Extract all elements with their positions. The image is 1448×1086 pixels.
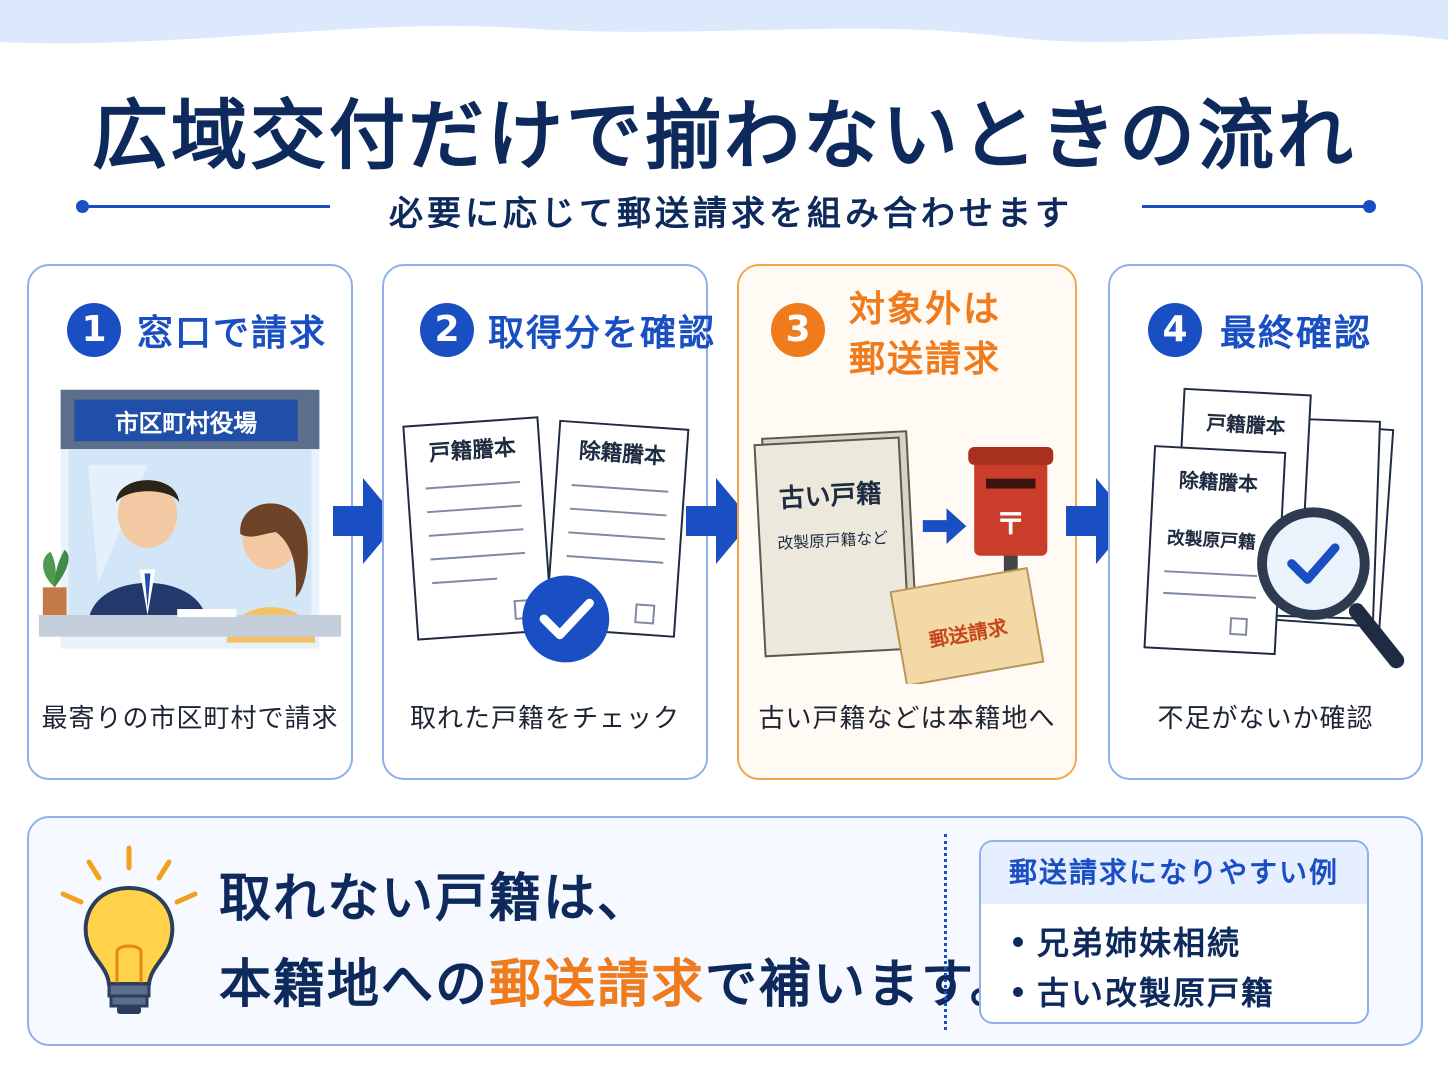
step-title-3-line2: 郵送請求 — [849, 339, 1002, 380]
summary-box: 取れない戸籍は、 本籍地への郵送請求で補います。 郵送請求になりやすい例 兄弟姉… — [27, 816, 1423, 1046]
subtitle-line-left — [84, 205, 330, 208]
page-title: 広域交付だけで揃わないときの流れ — [92, 91, 1356, 180]
step-title-2: 取得分を確認 — [488, 313, 717, 354]
step-number-2: 2 — [420, 303, 474, 357]
step-caption-3: 古い戸籍などは本籍地へ — [758, 704, 1056, 734]
envelope-icon: 郵送請求 — [889, 566, 1045, 684]
step-card-3: 3 対象外は 郵送請求 古い戸籍 改製原戸籍など 〒 郵送請求 古い戸籍などは本… — [737, 264, 1077, 780]
office-counter-illustration: 市区町村役場 — [38, 389, 342, 649]
document-label-koseki: 戸籍謄本 — [428, 435, 517, 467]
summary-accent: 郵送請求 — [489, 955, 706, 1015]
example-item: 兄弟姉妹相続 — [1013, 918, 1241, 964]
svg-text:〒: 〒 — [996, 506, 1026, 541]
subtitle-row: 必要に応じて郵送請求を組み合わせます — [76, 186, 1376, 234]
step-head-4: 4 最終確認 — [1110, 266, 1421, 384]
step-card-4: 4 最終確認 戸籍謄本 除籍謄本 改製原戸籍 不足がないか確認 — [1108, 264, 1423, 780]
step-caption-4: 不足がないか確認 — [1157, 704, 1374, 734]
document-label-joseki-4: 除籍謄本 — [1178, 469, 1258, 496]
document-label-koseki-4: 戸籍謄本 — [1206, 412, 1286, 439]
examples-box: 郵送請求になりやすい例 兄弟姉妹相続 古い改製原戸籍 — [979, 840, 1369, 1024]
document-label-joseki: 除籍謄本 — [578, 438, 667, 470]
summary-line-2: 本籍地への郵送請求で補います。 — [219, 942, 1024, 1017]
dotted-divider — [944, 834, 948, 1030]
top-wave-decoration — [0, 0, 1448, 44]
arrow-right-icon — [333, 478, 399, 564]
summary-line-2-pre: 本籍地への — [219, 955, 490, 1015]
check-icon — [522, 575, 610, 663]
arrow-right-icon — [686, 478, 752, 564]
step-number-4: 4 — [1148, 303, 1202, 357]
subtitle-dot-right — [1363, 200, 1376, 213]
step-head-1: 1 窓口で請求 — [29, 266, 351, 384]
step-number-3: 3 — [771, 303, 825, 357]
bullet-icon — [1013, 937, 1023, 947]
step-card-2: 2 取得分を確認 戸籍謄本 除籍謄本 取れた戸籍をチェック — [382, 264, 714, 780]
example-item: 古い改製原戸籍 — [1013, 968, 1275, 1014]
final-check-illustration: 戸籍謄本 除籍謄本 改製原戸籍 — [1143, 387, 1405, 669]
examples-title: 郵送請求になりやすい例 — [981, 842, 1367, 904]
subtitle: 必要に応じて郵送請求を組み合わせます — [389, 194, 1073, 234]
magnifier-icon — [1257, 507, 1405, 669]
summary-line-1: 取れない戸籍は、 — [219, 869, 652, 929]
step-caption-1: 最寄りの市区町村で請求 — [41, 704, 339, 734]
example-item-text: 兄弟姉妹相続 — [1037, 924, 1242, 962]
step-head-2: 2 取得分を確認 — [384, 266, 714, 384]
step-title-1: 窓口で請求 — [137, 313, 328, 354]
subtitle-dot-left — [76, 200, 89, 213]
step-number-1: 1 — [67, 303, 121, 357]
small-arrow-icon — [922, 508, 967, 544]
office-sign-text: 市区町村役場 — [115, 409, 257, 437]
mail-request-illustration: 古い戸籍 改製原戸籍など 〒 郵送請求 — [753, 430, 1054, 684]
step-title-3: 対象外は 郵送請求 — [849, 285, 1049, 385]
documents-check-illustration: 戸籍謄本 除籍謄本 — [402, 416, 690, 663]
lightbulb-icon — [60, 845, 198, 1014]
subtitle-line-right — [1142, 205, 1368, 208]
bullet-icon — [1013, 987, 1023, 997]
step-title-4: 最終確認 — [1220, 313, 1373, 354]
arrow-right-icon — [1066, 478, 1132, 564]
book-title: 古い戸籍 — [778, 478, 882, 514]
step-title-3-line1: 対象外は — [849, 289, 1002, 330]
step-head-3: 3 対象外は 郵送請求 — [739, 266, 1075, 384]
step-caption-2: 取れた戸籍をチェック — [409, 704, 680, 734]
example-item-text: 古い改製原戸籍 — [1037, 974, 1276, 1012]
summary-line-2-post: で補います。 — [705, 955, 1024, 1015]
step-card-1: 1 窓口で請求 市区町村役場 最寄りの市区町村で請求 — [27, 264, 353, 780]
